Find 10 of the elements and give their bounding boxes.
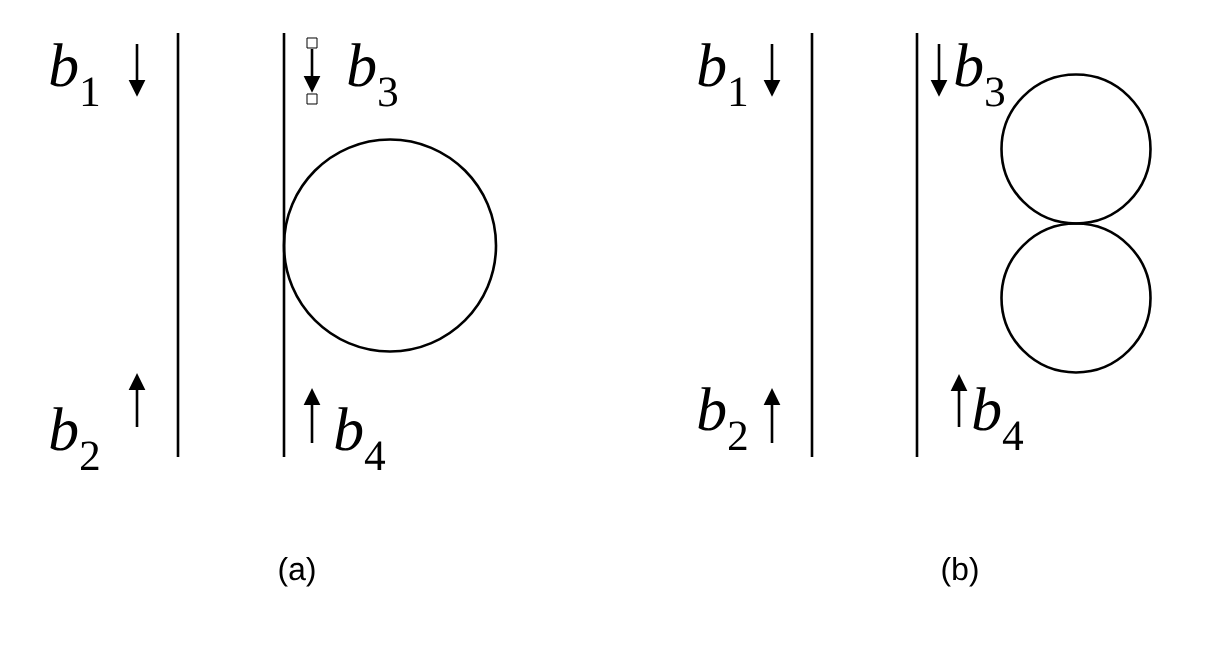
panel-label: (b): [942, 556, 978, 587]
circle: [282, 138, 498, 353]
circle: [1000, 222, 1152, 374]
variable-label: b$_{1}$: [698, 43, 747, 106]
variable-label: b$_{3}$: [955, 43, 1004, 107]
variable-label: b$_{1}$: [50, 43, 99, 106]
variable-label: b$_{2}$: [698, 387, 747, 451]
variable-label: b$_{2}$: [50, 407, 99, 471]
variable-label: b$_{4}$: [973, 387, 1023, 450]
panel-label: (a): [279, 556, 315, 587]
